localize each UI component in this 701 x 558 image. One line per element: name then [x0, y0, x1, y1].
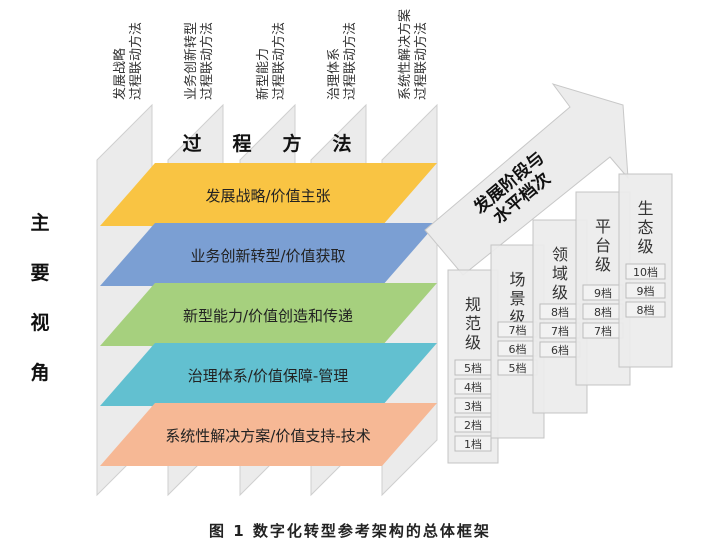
- stage-box: 生态级 10档 9档 8档: [618, 173, 673, 368]
- layer-plane: [100, 163, 437, 226]
- column-label-line2: 过程联动方法: [271, 22, 287, 100]
- layer-label: 系统性解决方案/价值支持-技术: [165, 427, 370, 445]
- stage-name-char: 平: [595, 217, 611, 236]
- stage-name-char: 态: [637, 218, 653, 237]
- tier-label: 10档: [633, 265, 658, 279]
- tier-label: 6档: [509, 342, 527, 356]
- tier-label: 3档: [464, 399, 482, 413]
- tier-label: 7档: [551, 324, 569, 338]
- tier-label: 9档: [637, 284, 655, 298]
- tier-label: 6档: [551, 343, 569, 357]
- layer-plane: [100, 223, 437, 286]
- tier-badge: [625, 301, 666, 318]
- stage-name-char: 场: [509, 270, 525, 289]
- stage-box: 规范级 5档 4档 3档 2档 1档: [447, 269, 499, 464]
- stage-name-char: 级: [552, 283, 568, 302]
- column-label-line1: 新型能力: [255, 48, 271, 100]
- stage-name-char: 域: [552, 264, 568, 283]
- tier-label: 8档: [594, 305, 612, 319]
- tier-label: 1档: [464, 437, 482, 451]
- tier-label: 2档: [464, 418, 482, 432]
- layer-plane: [100, 343, 437, 406]
- tier-label: 8档: [637, 303, 655, 317]
- layer-plane: [100, 403, 437, 466]
- column-label-line2: 过程联动方法: [413, 22, 429, 100]
- stage-name-char: 台: [595, 236, 611, 255]
- column-label-line1: 业务创新转型: [183, 22, 199, 100]
- column-label: 业务创新转型过程联动方法: [183, 22, 215, 100]
- tier-label: 5档: [464, 361, 482, 375]
- layer-label: 业务创新转型/价值获取: [190, 247, 345, 265]
- tier-badge: [625, 263, 666, 280]
- process-title-char: 过: [182, 133, 201, 155]
- view-title-char: 要: [30, 262, 49, 284]
- process-title-char: 程: [232, 133, 251, 155]
- development-arrow: [424, 83, 629, 276]
- tier-badge: [454, 435, 492, 452]
- tier-label: 8档: [551, 305, 569, 319]
- stage-name-char: 级: [637, 237, 653, 256]
- tier-label: 7档: [509, 323, 527, 337]
- column-label: 系统性解决方案过程联动方法: [397, 9, 429, 100]
- column-label-line1: 治理体系: [327, 48, 342, 100]
- layer-plane: [100, 283, 437, 346]
- figure-caption: 图 1 数字化转型参考架构的总体框架: [209, 522, 491, 540]
- column-label: 新型能力过程联动方法: [255, 22, 287, 100]
- stage-name-char: 规: [465, 295, 481, 314]
- column-label-line2: 过程联动方法: [199, 22, 215, 100]
- process-title-char: 法: [332, 132, 351, 155]
- column-label-line2: 过程联动方法: [342, 22, 358, 100]
- stage-name-char: 级: [465, 333, 481, 352]
- stage-name-char: 生: [637, 199, 653, 218]
- column-label: 发展战略过程联动方法: [112, 22, 144, 100]
- stage-name-char: 景: [509, 289, 525, 308]
- stage-name-char: 范: [465, 314, 481, 333]
- layer-label: 新型能力/价值创造和传递: [183, 307, 353, 325]
- tier-badge: [625, 282, 666, 299]
- column-label-line2: 过程联动方法: [128, 22, 144, 100]
- tier-label: 5档: [509, 361, 527, 375]
- tier-label: 9档: [594, 286, 612, 300]
- stage-name-char: 级: [595, 255, 611, 274]
- layer-label: 发展战略/价值主张: [205, 187, 330, 205]
- view-title-char: 视: [30, 311, 49, 334]
- tier-label: 4档: [464, 380, 482, 394]
- view-title-char: 角: [30, 361, 49, 384]
- stage-name-char: 领: [552, 245, 568, 264]
- view-title-char: 主: [30, 212, 49, 234]
- column-label-line1: 发展战略: [112, 48, 128, 100]
- column-label-line1: 系统性解决方案: [397, 9, 413, 100]
- tier-label: 7档: [594, 324, 612, 338]
- layer-label: 治理体系/价值保障-管理: [188, 367, 348, 385]
- column-label: 治理体系过程联动方法: [327, 22, 358, 100]
- process-title-char: 方: [282, 132, 301, 155]
